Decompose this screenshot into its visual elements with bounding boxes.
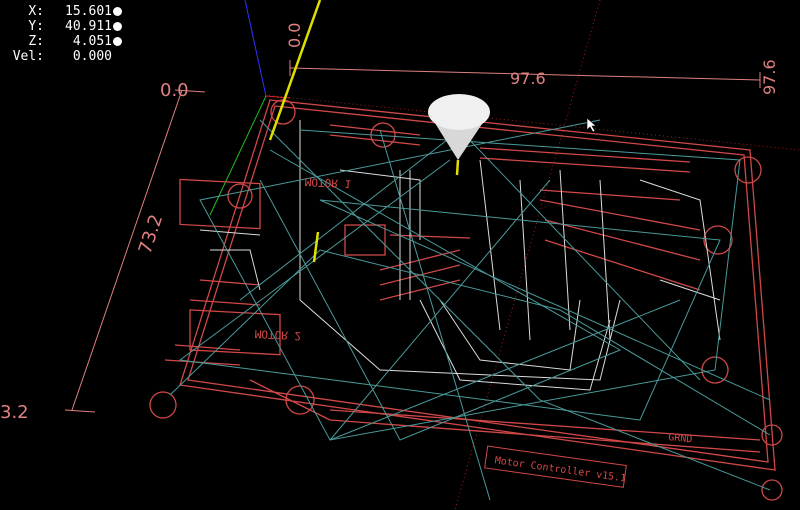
- y-axis-line: [209, 95, 267, 216]
- dro-readout: X:15.601 Y:40.911 Z:4.051 Vel:0.000: [4, 4, 122, 64]
- homed-icon: [113, 7, 122, 16]
- mouse-cursor-icon: [586, 117, 597, 133]
- x-extent-label: 97.6: [510, 69, 546, 88]
- tool-cone-icon: [428, 94, 490, 160]
- dro-z: Z:4.051: [4, 34, 122, 49]
- machine-limit-line: [454, 0, 601, 510]
- ground-label: GRND: [668, 432, 693, 445]
- machine-limit-line: [264, 94, 800, 151]
- motor1-label: MOTOR 1: [304, 175, 351, 190]
- tool-path-line: [268, 0, 322, 141]
- tool-path-line: [455, 159, 460, 176]
- board-labels: MOTOR 1 MOTOR 2 Motor Controller v15.1 G…: [254, 175, 693, 488]
- rapid-moves: [169, 119, 771, 501]
- board-title-label: Motor Controller v15.1: [494, 455, 627, 484]
- z-origin-label: 0.0: [285, 23, 304, 48]
- motor2-label: MOTOR 2: [254, 327, 301, 342]
- y-extent-label: 73.2: [135, 212, 167, 257]
- title-box: [484, 445, 627, 488]
- y-extent-left-label: 3.2: [0, 402, 29, 423]
- dro-y: Y:40.911: [4, 19, 122, 34]
- z-axis-line: [244, 0, 267, 97]
- pcb-traces: [149, 99, 783, 501]
- feed-paths: [199, 120, 721, 391]
- tool-path-line: [312, 231, 320, 263]
- dimension-lines: [64, 60, 761, 413]
- dro-x: X:15.601: [4, 4, 122, 19]
- y-origin-label: 0.0: [160, 80, 189, 101]
- x-extent-right-label: 97.6: [760, 59, 779, 95]
- homed-icon: [113, 22, 122, 31]
- homed-icon: [113, 37, 122, 46]
- dro-vel: Vel:0.000: [12, 49, 112, 64]
